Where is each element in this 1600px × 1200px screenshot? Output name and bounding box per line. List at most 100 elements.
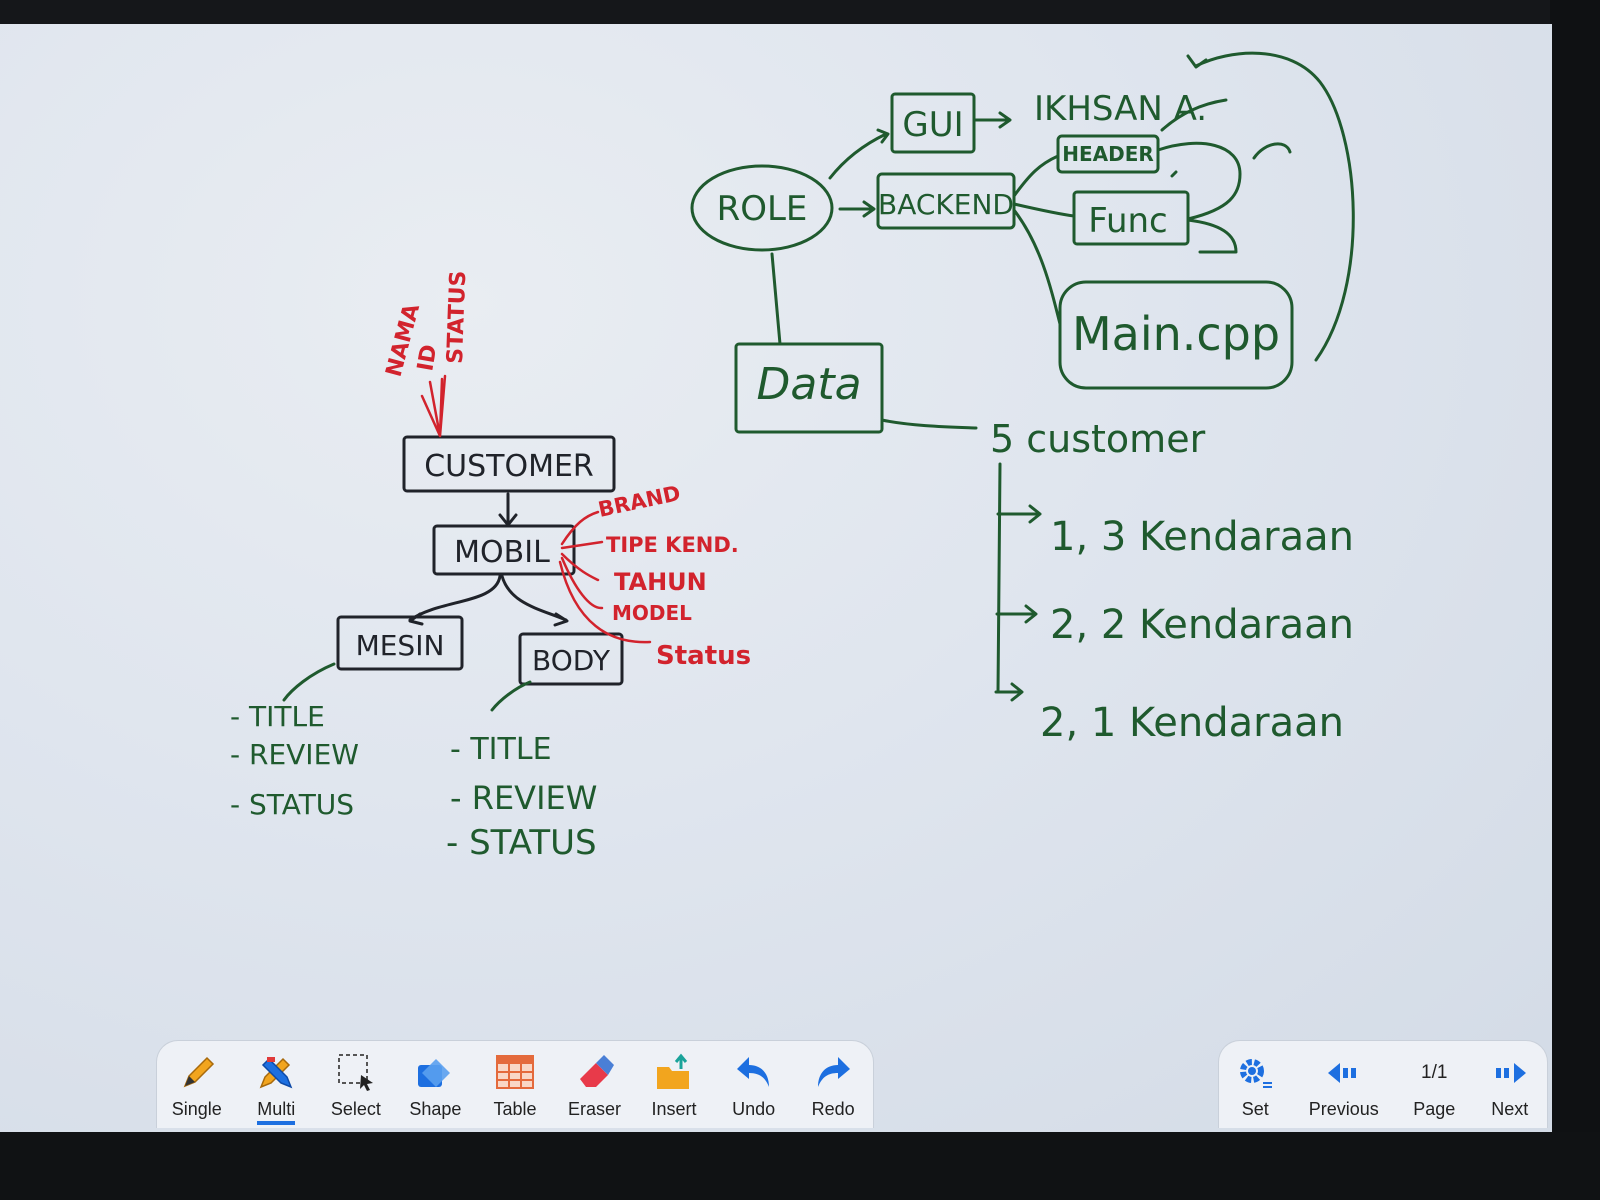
tool-eraser-label: Eraser bbox=[567, 1099, 621, 1119]
body-field-2: - REVIEW bbox=[450, 779, 597, 817]
arrow-customer-mobil bbox=[498, 492, 518, 527]
customer-box-label: CUSTOMER bbox=[424, 449, 594, 484]
data-label: Data bbox=[756, 359, 861, 410]
label-status-right: Status bbox=[656, 641, 751, 671]
previous-label: Previous bbox=[1308, 1099, 1379, 1119]
tool-redo[interactable]: Redo bbox=[795, 1049, 871, 1120]
tool-eraser[interactable]: Eraser bbox=[557, 1049, 633, 1120]
role-label: ROLE bbox=[717, 189, 808, 229]
page-navigation-bar: Set Previous 1/1 Page Next bbox=[1218, 1040, 1548, 1128]
mobil-box bbox=[432, 524, 576, 576]
undo-icon bbox=[731, 1049, 777, 1095]
red-arrows-customer bbox=[420, 374, 447, 438]
mesin-field-3: - STATUS bbox=[230, 788, 354, 821]
main-box bbox=[1058, 280, 1294, 390]
customer-item-2: 2, 2 Kendaraan bbox=[1050, 602, 1354, 648]
body-box-label: BODY bbox=[532, 644, 611, 677]
table-icon bbox=[492, 1049, 538, 1095]
label-status-top: STATUS bbox=[443, 270, 471, 364]
page-indicator[interactable]: 1/1 Page bbox=[1413, 1055, 1455, 1120]
insert-icon bbox=[651, 1049, 697, 1095]
line-backend-main bbox=[1012, 208, 1062, 326]
tool-select-label: Select bbox=[330, 1099, 381, 1119]
tool-insert-label: Insert bbox=[651, 1099, 697, 1119]
drawing-layer[interactable]: CUSTOMER MOBIL MESIN BODY NAMA ID STATUS… bbox=[0, 24, 1552, 1134]
previous-button[interactable]: Previous bbox=[1309, 1055, 1379, 1120]
backend-label: BACKEND bbox=[878, 188, 1014, 221]
eraser-icon bbox=[572, 1049, 618, 1095]
mesin-field-1: - TITLE bbox=[230, 700, 325, 733]
tool-single-label: Single bbox=[171, 1099, 222, 1119]
line-role-data bbox=[770, 252, 782, 346]
loop-arrow bbox=[1186, 51, 1355, 362]
line-body-fields bbox=[490, 680, 532, 712]
label-id: ID bbox=[413, 343, 442, 373]
tool-shape[interactable]: Shape bbox=[397, 1049, 473, 1120]
next-label: Next bbox=[1491, 1099, 1529, 1119]
gear-icon bbox=[1236, 1055, 1274, 1091]
label-brand: BRAND bbox=[596, 481, 683, 522]
body-field-1: - TITLE bbox=[450, 732, 552, 767]
gui-label: GUI bbox=[902, 105, 963, 145]
label-tahun: TAHUN bbox=[614, 568, 707, 596]
tool-select[interactable]: Select bbox=[318, 1049, 394, 1120]
name-note: IKHSAN A. bbox=[1034, 89, 1207, 129]
customer-tree-lines bbox=[994, 462, 1042, 702]
mobil-box-label: MOBIL bbox=[454, 535, 550, 570]
arrow-role-backend bbox=[838, 200, 876, 218]
monitor-bezel-right bbox=[1550, 0, 1600, 1200]
body-box bbox=[518, 632, 624, 686]
shape-icon bbox=[412, 1049, 458, 1095]
tool-table[interactable]: Table bbox=[477, 1049, 553, 1120]
line-backend-func bbox=[1012, 202, 1076, 218]
next-button[interactable]: Next bbox=[1490, 1055, 1530, 1120]
tool-undo-label: Undo bbox=[732, 1099, 776, 1119]
tool-undo[interactable]: Undo bbox=[716, 1049, 792, 1120]
tool-multi-label: Multi bbox=[257, 1099, 296, 1125]
line-mesin-fields bbox=[282, 662, 336, 702]
tool-single[interactable]: Single bbox=[159, 1049, 235, 1120]
backend-box bbox=[876, 172, 1016, 230]
mesin-box bbox=[336, 615, 464, 671]
customer-item-1: 1, 3 Kendaraan bbox=[1050, 514, 1354, 560]
line-backend-header bbox=[1012, 154, 1060, 198]
header-label: HEADER bbox=[1062, 142, 1154, 166]
multi-pen-icon bbox=[253, 1049, 299, 1095]
tool-insert[interactable]: Insert bbox=[636, 1049, 712, 1120]
tool-multi[interactable]: Multi bbox=[238, 1049, 314, 1125]
red-arrows-mobil bbox=[558, 510, 652, 644]
redo-icon bbox=[810, 1049, 856, 1095]
customer-item-3: 2, 1 Kendaraan bbox=[1040, 700, 1344, 746]
arrow-left-icon bbox=[1324, 1055, 1364, 1091]
tool-table-label: Table bbox=[493, 1099, 537, 1119]
role-ellipse bbox=[690, 164, 834, 252]
monitor-bezel-bottom bbox=[0, 1132, 1600, 1200]
data-box bbox=[734, 342, 884, 434]
page-number: 1/1 bbox=[1421, 1062, 1448, 1083]
line-data-customer bbox=[880, 418, 978, 430]
tool-shape-label: Shape bbox=[409, 1099, 462, 1119]
arrow-mobil-body bbox=[500, 574, 569, 627]
arrow-role-gui bbox=[828, 128, 890, 180]
label-tipe: TIPE KEND. bbox=[606, 533, 739, 557]
connector-lines bbox=[1156, 98, 1292, 254]
tool-redo-label: Redo bbox=[811, 1099, 855, 1119]
monitor-bezel-top bbox=[0, 0, 1600, 28]
gui-box bbox=[890, 92, 976, 154]
arrow-gui-name bbox=[973, 111, 1012, 129]
set-label: Set bbox=[1241, 1099, 1269, 1119]
label-model: MODEL bbox=[612, 601, 692, 625]
drawing-toolbar: Single Multi Select Shape Table Eraser bbox=[156, 1040, 874, 1128]
func-label: Func bbox=[1088, 201, 1168, 241]
customer-list-title: 5 customer bbox=[990, 417, 1206, 461]
body-field-3: - STATUS bbox=[446, 823, 597, 863]
mesin-box-label: MESIN bbox=[356, 629, 445, 662]
page-label: Page bbox=[1413, 1099, 1456, 1119]
mesin-field-2: - REVIEW bbox=[230, 738, 359, 771]
set-button[interactable]: Set bbox=[1236, 1055, 1274, 1120]
whiteboard-canvas[interactable]: CUSTOMER MOBIL MESIN BODY NAMA ID STATUS… bbox=[0, 24, 1552, 1134]
pen-icon bbox=[174, 1049, 220, 1095]
select-icon bbox=[333, 1049, 379, 1095]
header-box bbox=[1056, 134, 1160, 174]
customer-box bbox=[402, 435, 616, 493]
